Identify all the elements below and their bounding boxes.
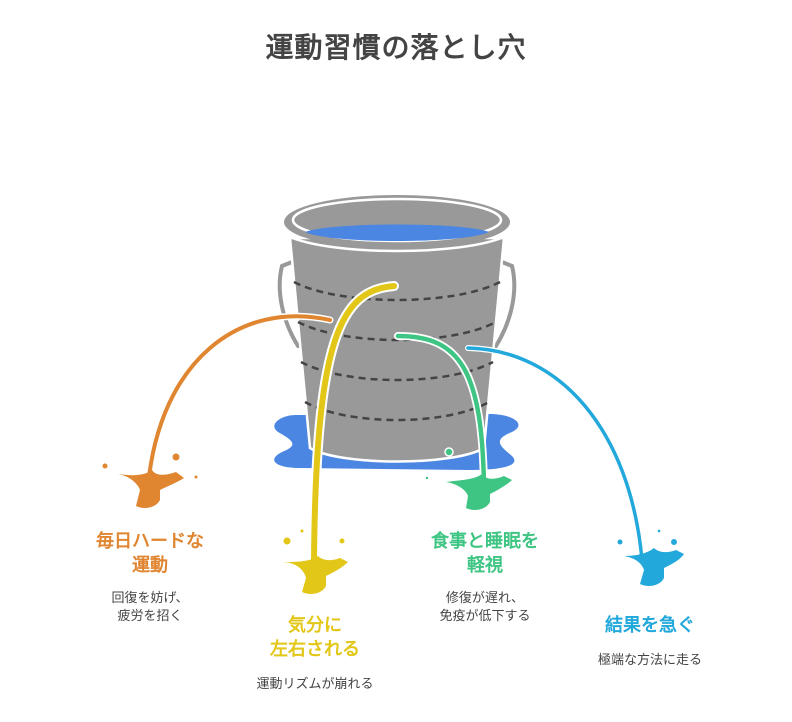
- pitfall-desc-line1: 修復が遅れ、: [445, 591, 525, 606]
- leak-stream-orange-line: [146, 314, 332, 488]
- pitfall-label-line2: 運動: [132, 555, 168, 576]
- leak-stream-green: [395, 333, 487, 489]
- pitfall-label-line1: 結果を急ぐ: [605, 615, 695, 636]
- leak-stream-yellow: [311, 283, 397, 563]
- pitfall-label-line2: 左右される: [270, 639, 360, 660]
- pitfall-desc-line2: 免疫が低下する: [439, 609, 531, 624]
- pitfall-label-line1: 毎日ハードな: [96, 531, 204, 552]
- pitfall-desc-line1: 回復を妨げ、: [111, 591, 189, 606]
- pitfall-label-line2: 軽視: [467, 555, 503, 576]
- bucket-handle-left: [277, 260, 300, 348]
- diagram-title: 運動習慣の落とし穴: [265, 31, 527, 64]
- pitfall-desc-line2: 疲労を招く: [117, 609, 183, 624]
- bucket-dashed-rings: [293, 280, 501, 422]
- bucket-rim-lower-edge: [287, 234, 507, 253]
- pitfall-desc-line1: 運動リズムが崩れる: [256, 677, 374, 692]
- splash-icon-orange: [102, 453, 198, 508]
- pitfall-label-line1: 食事と睡眠を: [431, 531, 539, 552]
- pitfall-desc-line1: 極端な方法に走る: [597, 653, 702, 668]
- splash-icon-green: [425, 474, 512, 510]
- splash-icon-yellow: [282, 529, 348, 594]
- pitfall-label-line1: 気分に: [288, 615, 342, 636]
- bucket-handle-right: [494, 260, 517, 348]
- bucket-water-surface: [305, 224, 489, 241]
- leak-stream-blue: [466, 346, 644, 562]
- drop-green: [444, 447, 454, 457]
- splash-icon-blue: [617, 529, 684, 586]
